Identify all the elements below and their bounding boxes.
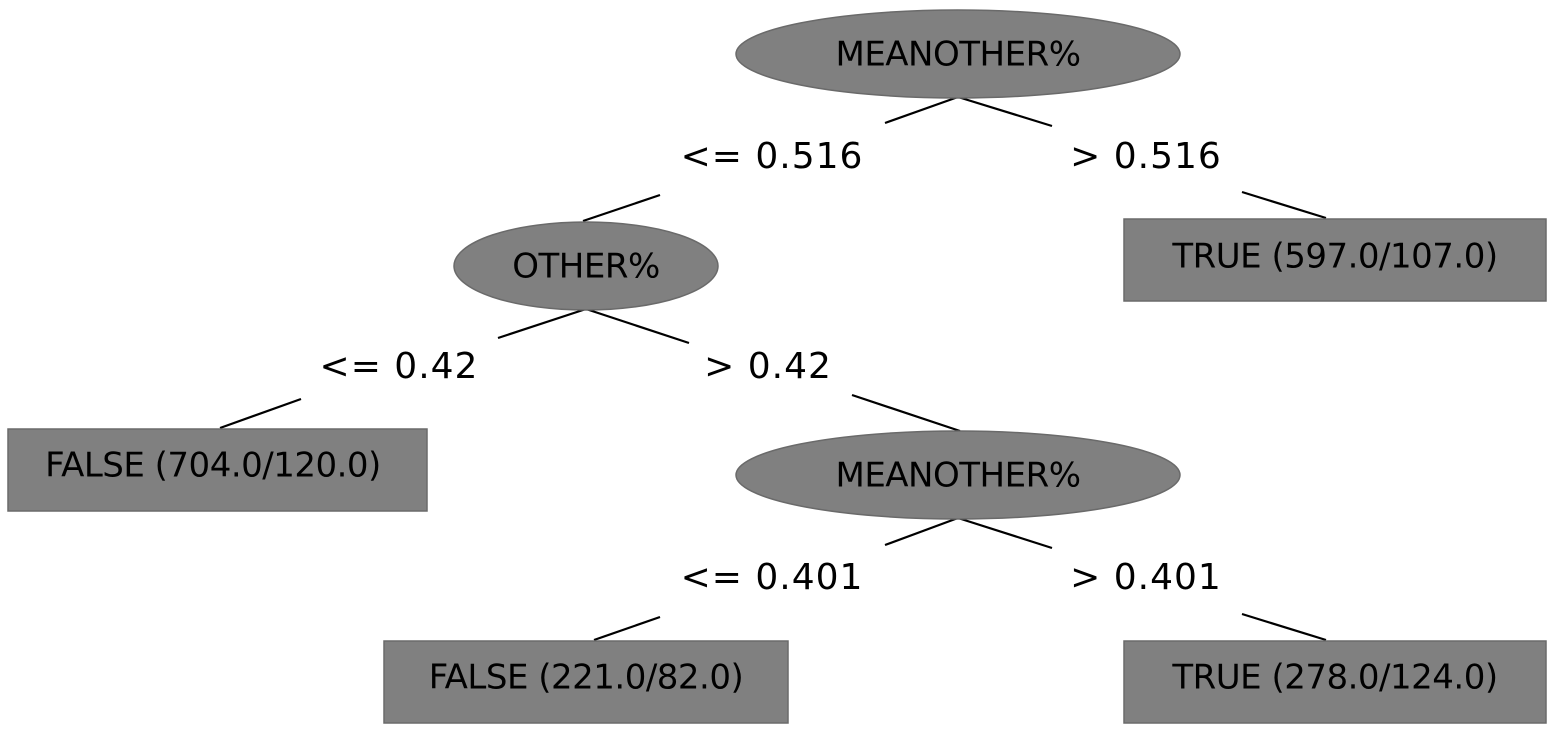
edge-n5-n6: <= 0.401: [593, 516, 959, 642]
leaf-node-true-bottom: TRUE (278.0/124.0): [1123, 640, 1547, 724]
edge-n1-n2: <= 0.516: [582, 95, 959, 223]
edge-label-n2-n5: > 0.42: [704, 346, 832, 387]
edge-label-n5-n6: <= 0.401: [681, 557, 864, 598]
edge-label-n1-n2: <= 0.516: [681, 136, 864, 177]
split-node-label: OTHER%: [512, 247, 660, 287]
leaf-node-true-top: TRUE (597.0/107.0): [1123, 218, 1547, 302]
edge-n2-n5: > 0.42: [585, 307, 961, 433]
edge-n5-n7: > 0.401: [957, 516, 1327, 642]
edge-label-n1-n3: > 0.516: [1070, 136, 1222, 177]
leaf-node-label: TRUE (597.0/107.0): [1171, 237, 1497, 277]
split-node-label: MEANOTHER%: [835, 35, 1080, 75]
edge-n2-n4: <= 0.42: [219, 307, 587, 430]
split-node-label: MEANOTHER%: [835, 456, 1080, 496]
leaf-node-label: FALSE (704.0/120.0): [45, 446, 381, 486]
leaf-node-false-left: FALSE (704.0/120.0): [7, 428, 428, 512]
edge-n1-n3: > 0.516: [957, 95, 1327, 220]
leaf-node-false-bottom: FALSE (221.0/82.0): [383, 640, 789, 724]
split-node-root: MEANOTHER%: [735, 9, 1181, 99]
leaf-node-label: FALSE (221.0/82.0): [429, 658, 744, 698]
edge-label-n2-n4: <= 0.42: [320, 346, 479, 387]
split-node-meanother-lower: MEANOTHER%: [735, 430, 1181, 520]
leaf-node-label: TRUE (278.0/124.0): [1171, 658, 1497, 698]
edge-label-n5-n7: > 0.401: [1070, 557, 1222, 598]
split-node-other: OTHER%: [453, 221, 719, 311]
